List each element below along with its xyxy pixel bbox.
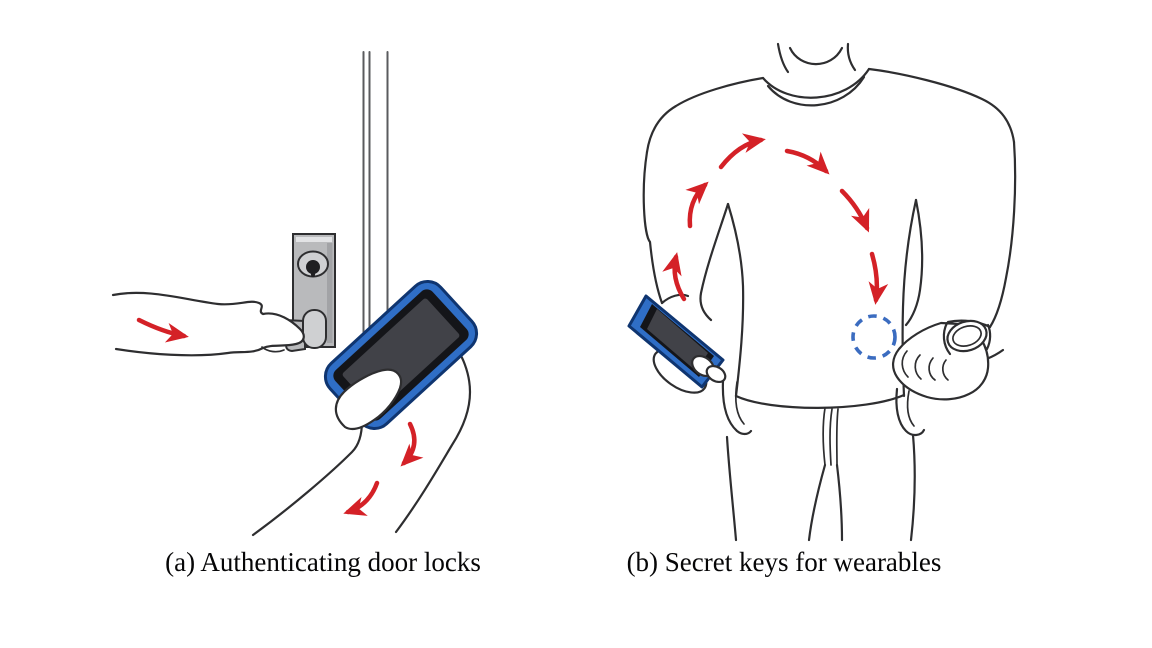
right-inseam bbox=[835, 463, 844, 542]
lock-plate-bevel bbox=[296, 237, 332, 242]
neck-left bbox=[776, 42, 790, 74]
thumb-crease bbox=[261, 346, 285, 353]
gesture-arrow-1 bbox=[662, 252, 687, 302]
pants bbox=[721, 379, 926, 542]
right-shoulder bbox=[867, 67, 1016, 144]
torso-outline bbox=[642, 42, 1017, 409]
neck-front bbox=[788, 46, 844, 66]
left-pocket-outer bbox=[721, 379, 753, 436]
left-hand-with-phone bbox=[627, 294, 727, 394]
watch-face-inner bbox=[952, 325, 982, 347]
knuckle-3 bbox=[928, 357, 936, 381]
knuckle-1 bbox=[901, 350, 909, 378]
right-arm-outer bbox=[988, 140, 1017, 329]
left-sleeve-inner bbox=[699, 202, 730, 322]
left-arm-outer bbox=[642, 150, 664, 305]
swipe-down-arrow-1 bbox=[400, 421, 424, 467]
left-shoulder bbox=[645, 76, 765, 154]
caption-panel-a: (a) Authenticating door locks bbox=[165, 547, 481, 577]
gesture-arrow-5 bbox=[839, 188, 870, 233]
gesture-arrow-3 bbox=[718, 133, 766, 170]
right-sleeve-inner bbox=[904, 198, 924, 327]
sweater-hem bbox=[734, 393, 906, 409]
body-gesture-arrows bbox=[662, 133, 889, 305]
watch-face bbox=[946, 319, 988, 353]
lock-plate-shading bbox=[327, 243, 333, 343]
left-inseam bbox=[807, 463, 827, 542]
panel-a-illustration bbox=[111, 51, 479, 537]
sweater-collar bbox=[761, 67, 871, 107]
secret-key-target-circle bbox=[851, 314, 897, 360]
downward-swipe-arrows bbox=[343, 421, 424, 516]
watch-band-left bbox=[942, 321, 952, 356]
right-pocket-inner bbox=[906, 390, 915, 427]
lock-keyhole-icon bbox=[297, 250, 329, 278]
swipe-right-arrow bbox=[136, 317, 189, 343]
watch-band-right bbox=[985, 323, 992, 351]
gesture-arrow-4 bbox=[784, 148, 830, 175]
left-cuff bbox=[660, 293, 690, 305]
knuckle-4 bbox=[942, 359, 949, 381]
fly-lines bbox=[822, 407, 839, 466]
swipe-down-arrow-2 bbox=[343, 480, 380, 516]
gesture-arrow-6 bbox=[868, 251, 889, 305]
left-torso-side bbox=[726, 202, 745, 398]
left-leg-outer bbox=[725, 435, 738, 542]
knuckle-2 bbox=[914, 354, 922, 380]
gesture-arrow-2 bbox=[685, 181, 709, 229]
right-leg-outer bbox=[909, 433, 916, 542]
fingertip-2 bbox=[705, 364, 727, 384]
neck-right bbox=[846, 42, 857, 72]
right-pocket-outer bbox=[895, 387, 926, 437]
caption-panel-b: (b) Secret keys for wearables bbox=[626, 547, 942, 577]
door-lock bbox=[269, 233, 336, 353]
smartwatch bbox=[942, 319, 992, 356]
left-pocket-inner bbox=[734, 381, 745, 425]
phone-screen bbox=[647, 309, 708, 371]
thumb-over-phone bbox=[334, 368, 403, 431]
panel-b-illustration bbox=[627, 42, 1017, 542]
reaching-hand bbox=[111, 291, 305, 357]
